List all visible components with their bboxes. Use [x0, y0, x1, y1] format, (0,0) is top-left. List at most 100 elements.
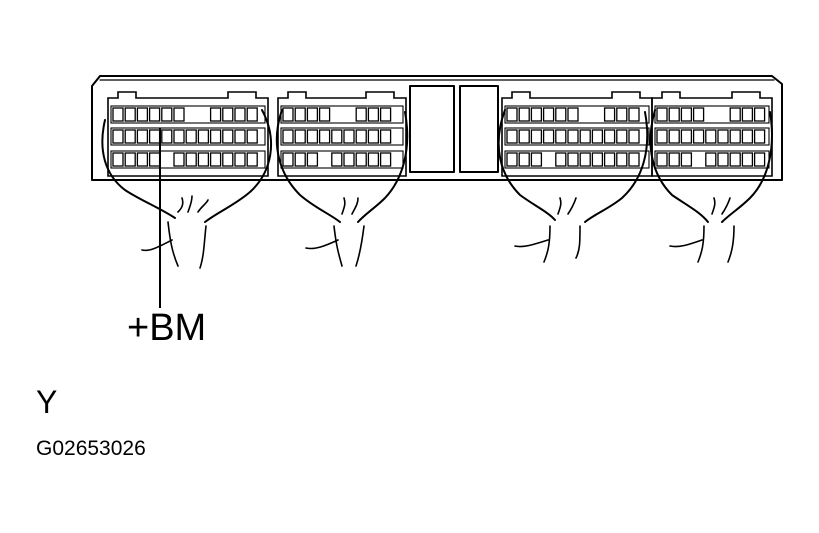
- pin-cavity: [729, 107, 741, 122]
- pin-cavity: [246, 107, 258, 122]
- pin-cavity: [161, 107, 173, 122]
- pin-cavity: [112, 107, 124, 122]
- pin-cavity: [355, 152, 367, 167]
- pin-cavity: [680, 152, 693, 167]
- pin-cavity: [530, 129, 543, 144]
- pin-cavity: [705, 152, 717, 167]
- pin-cavity: [294, 152, 306, 167]
- pin-cavity: [603, 107, 616, 122]
- pin-cavity: [124, 129, 136, 144]
- wire-loom-outline-1: [101, 109, 273, 223]
- pin-row-frame: [280, 150, 404, 169]
- pin-cavity: [318, 129, 331, 144]
- pin-cavity: [753, 152, 766, 167]
- pin-cavity: [506, 107, 518, 122]
- pin-cavity: [306, 129, 319, 144]
- pin-cavity: [729, 152, 741, 167]
- pin-row-frame: [504, 150, 650, 169]
- figure-code: G02653026: [36, 437, 146, 460]
- pin-cavity: [518, 129, 530, 144]
- pin-cavity: [367, 129, 380, 144]
- pin-cavity: [518, 152, 530, 167]
- pin-cavity: [185, 152, 197, 167]
- connector-block-4: [651, 91, 773, 177]
- pin-cavity: [173, 129, 185, 144]
- pin-cavity: [173, 107, 185, 122]
- pin-row-frame: [654, 127, 770, 146]
- pin-cavity: [234, 152, 246, 167]
- pin-cavity: [616, 107, 628, 122]
- pin-cavity: [246, 152, 258, 167]
- pin-cavity: [542, 129, 555, 144]
- pin-cavity: [616, 129, 628, 144]
- pin-cavity: [628, 152, 640, 167]
- pin-cavity: [555, 129, 567, 144]
- pin-cavity: [668, 129, 680, 144]
- pin-cavity: [185, 129, 197, 144]
- pin-cavity: [318, 107, 331, 122]
- pin-cavity: [136, 129, 149, 144]
- pin-cavity: [234, 129, 246, 144]
- pin-cavity: [197, 152, 210, 167]
- pin-cavity: [282, 107, 294, 122]
- pin-cavity: [729, 129, 741, 144]
- pin-cavity: [705, 129, 717, 144]
- pin-cavity: [717, 129, 729, 144]
- pin-cavity: [579, 129, 591, 144]
- pin-cavity: [222, 129, 234, 144]
- pin-cavity: [603, 129, 616, 144]
- pin-cavity: [680, 107, 693, 122]
- pin-cavity: [222, 152, 234, 167]
- pin-cavity: [343, 152, 355, 167]
- pin-cavity: [741, 129, 754, 144]
- pin-cavity: [628, 129, 640, 144]
- pin-cavity: [680, 129, 693, 144]
- pin-cavity: [668, 107, 680, 122]
- pin-cavity: [222, 107, 234, 122]
- pin-cavity: [741, 152, 754, 167]
- pin-cavity: [603, 152, 616, 167]
- pin-cavity: [692, 107, 705, 122]
- pin-cavity: [717, 152, 729, 167]
- pin-cavity: [197, 129, 210, 144]
- pin-cavity: [567, 129, 579, 144]
- pin-cavity: [355, 129, 367, 144]
- pin-cavity: [567, 152, 579, 167]
- pin-cavity: [530, 107, 543, 122]
- pin-cavity: [112, 152, 124, 167]
- pin-cavity: [282, 152, 294, 167]
- pin-cavity: [379, 152, 392, 167]
- pin-cavity: [331, 152, 343, 167]
- pin-cavity: [542, 107, 555, 122]
- pin-label-bm: +BM: [127, 307, 207, 349]
- pin-cavity: [567, 107, 579, 122]
- pin-cavity: [282, 129, 294, 144]
- pin-cavity: [124, 107, 136, 122]
- pin-cavity: [124, 152, 136, 167]
- pin-cavity: [579, 152, 591, 167]
- wire-loom-outline-3: [497, 109, 649, 223]
- pin-cavity: [148, 107, 161, 122]
- wire-loom-outline-4: [649, 109, 773, 223]
- pin-row-frame: [110, 127, 266, 146]
- pin-cavity: [555, 107, 567, 122]
- pin-cavity: [379, 107, 392, 122]
- pin-cavity: [628, 107, 640, 122]
- view-label: Y: [36, 384, 58, 420]
- pin-cavity: [209, 107, 222, 122]
- wire-tail-1: [141, 195, 209, 269]
- pin-row-frame: [654, 105, 770, 124]
- pin-cavity: [355, 107, 367, 122]
- separator-window-left: [409, 85, 455, 173]
- pin-cavity: [616, 152, 628, 167]
- wire-tail-2: [305, 197, 365, 267]
- pin-cavity: [209, 152, 222, 167]
- pin-cavity: [161, 129, 173, 144]
- pin-cavity: [294, 107, 306, 122]
- separator-window-right: [459, 85, 499, 173]
- wire-tail-3: [514, 197, 581, 263]
- pin-cavity: [136, 107, 149, 122]
- pin-cavity: [331, 129, 343, 144]
